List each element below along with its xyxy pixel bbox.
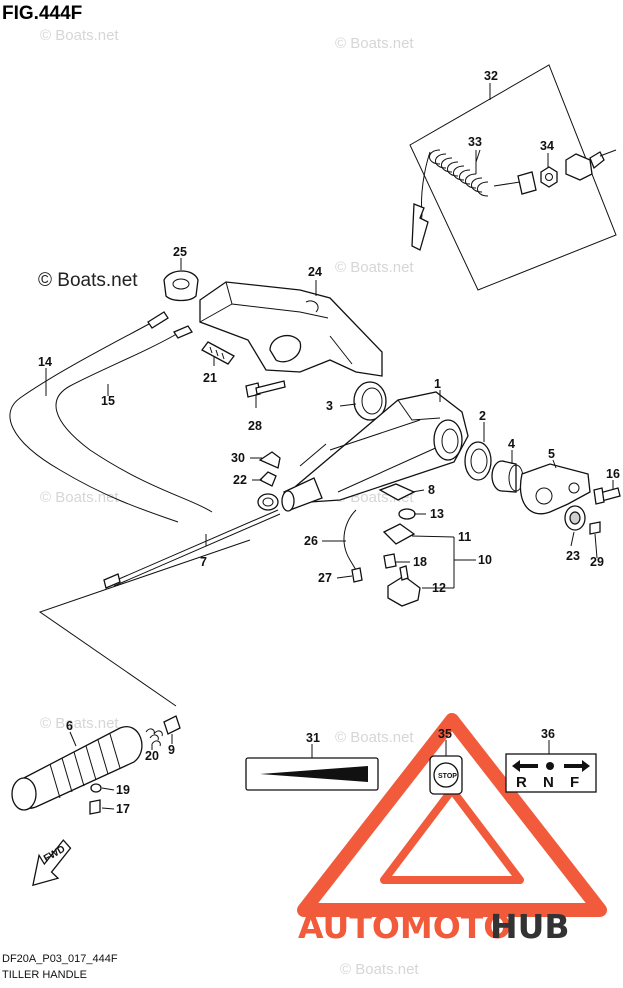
bolt-18 bbox=[383, 553, 397, 569]
callout-20: 20 bbox=[145, 749, 159, 763]
callout-34: 34 bbox=[540, 139, 554, 153]
throttle-shaft bbox=[281, 477, 323, 512]
callout-21: 21 bbox=[203, 371, 217, 385]
throttle-cable-14 bbox=[9, 311, 179, 523]
throttle-rod-7 bbox=[103, 509, 281, 589]
shift-f: F bbox=[570, 774, 579, 791]
callout-27: 27 bbox=[318, 571, 332, 585]
section-title: TILLER HANDLE bbox=[2, 969, 87, 981]
screw-19 bbox=[90, 783, 102, 793]
callout-29: 29 bbox=[590, 555, 604, 569]
bolt-28 bbox=[245, 380, 286, 398]
watermark: © Boats.net bbox=[40, 715, 119, 732]
watermark: © Boats.net bbox=[40, 489, 119, 506]
figure-title: FIG.444F bbox=[2, 3, 82, 24]
watermark: © Boats.net bbox=[40, 27, 119, 44]
callout-10: 10 bbox=[478, 553, 492, 567]
callout-15: 15 bbox=[101, 394, 115, 408]
bolt-16 bbox=[593, 487, 621, 505]
logo-text-b: HUB bbox=[490, 907, 570, 946]
callout-23: 23 bbox=[566, 549, 580, 563]
callout-11: 11 bbox=[458, 530, 471, 544]
callout-12: 12 bbox=[432, 581, 446, 595]
model-code: DF20A_P03_017_444F bbox=[2, 953, 118, 965]
washer-23 bbox=[564, 505, 586, 531]
lanyard-clip-nut bbox=[540, 166, 558, 188]
watermark: © Boats.net bbox=[335, 259, 414, 276]
explode-line bbox=[38, 539, 251, 707]
friction-clip-30 bbox=[258, 451, 281, 469]
callout-8: 8 bbox=[428, 483, 435, 497]
leader-lines bbox=[45, 150, 614, 810]
callout-14: 14 bbox=[38, 355, 52, 369]
watermark: © Boats.net bbox=[340, 961, 419, 978]
stop-switch-kit-box bbox=[409, 64, 617, 291]
callout-19: 19 bbox=[116, 783, 130, 797]
friction-clip-22 bbox=[258, 471, 277, 487]
lanyard-coil-cord bbox=[411, 149, 537, 251]
watermark: © Boats.net bbox=[335, 729, 414, 746]
callout-24: 24 bbox=[308, 265, 322, 279]
throttle-grip-6 bbox=[11, 726, 143, 811]
callout-1: 1 bbox=[434, 377, 441, 391]
callout-36: 36 bbox=[541, 727, 555, 741]
washer-2 bbox=[464, 441, 492, 481]
callout-28: 28 bbox=[248, 419, 262, 433]
stop-decal-35: STOP bbox=[429, 755, 463, 795]
cap-9 bbox=[163, 715, 181, 735]
tiller-plate bbox=[519, 463, 591, 515]
spring-pin bbox=[201, 341, 235, 365]
screw-29 bbox=[589, 521, 601, 535]
wire-spring-26 bbox=[343, 509, 357, 571]
tiller-handle-body bbox=[295, 391, 469, 503]
callout-18: 18 bbox=[413, 555, 427, 569]
shift-r: R bbox=[516, 774, 527, 791]
stop-switch bbox=[565, 149, 617, 181]
stop-label: STOP bbox=[438, 773, 457, 780]
throttle-cable-15 bbox=[55, 325, 213, 513]
grommet bbox=[163, 270, 199, 302]
callout-32: 32 bbox=[484, 69, 498, 83]
callout-9: 9 bbox=[168, 743, 175, 757]
friction-piece-11 bbox=[382, 523, 416, 545]
callout-33: 33 bbox=[468, 135, 482, 149]
screw-27 bbox=[351, 567, 363, 583]
callout-16: 16 bbox=[606, 467, 620, 481]
washer-13 bbox=[398, 508, 416, 520]
logo-text-a: AUTOMOTO bbox=[298, 907, 511, 946]
callout-6: 6 bbox=[66, 719, 73, 733]
bushing-3 bbox=[353, 381, 387, 421]
shift-decal-36: R N F bbox=[505, 753, 597, 793]
callout-25: 25 bbox=[173, 245, 187, 259]
watermark: © Boats.net bbox=[335, 35, 414, 52]
automotohub-logo: AUTOMOTO HUB bbox=[297, 713, 607, 946]
callout-4: 4 bbox=[508, 437, 515, 451]
screw-17 bbox=[89, 799, 101, 815]
fwd-arrow-mark: FWD bbox=[32, 839, 72, 887]
shift-n: N bbox=[543, 774, 554, 791]
adjuster-knob-12 bbox=[387, 565, 421, 607]
callout-31: 31 bbox=[306, 731, 320, 745]
callout-13: 13 bbox=[430, 507, 444, 521]
decal-31 bbox=[245, 757, 379, 791]
nut-ring bbox=[257, 493, 279, 511]
tiller-bracket bbox=[199, 281, 383, 377]
spring-20 bbox=[145, 728, 163, 747]
callout-17: 17 bbox=[116, 802, 130, 816]
callout-26: 26 bbox=[304, 534, 318, 548]
bushing-4 bbox=[491, 460, 524, 493]
callout-30: 30 bbox=[231, 451, 245, 465]
callout-7: 7 bbox=[200, 555, 207, 569]
callout-22: 22 bbox=[233, 473, 247, 487]
callout-35: 35 bbox=[438, 727, 452, 741]
watermark-dark: © Boats.net bbox=[38, 270, 138, 291]
callout-5: 5 bbox=[548, 447, 555, 461]
callout-2: 2 bbox=[479, 409, 486, 423]
callout-3: 3 bbox=[326, 399, 333, 413]
